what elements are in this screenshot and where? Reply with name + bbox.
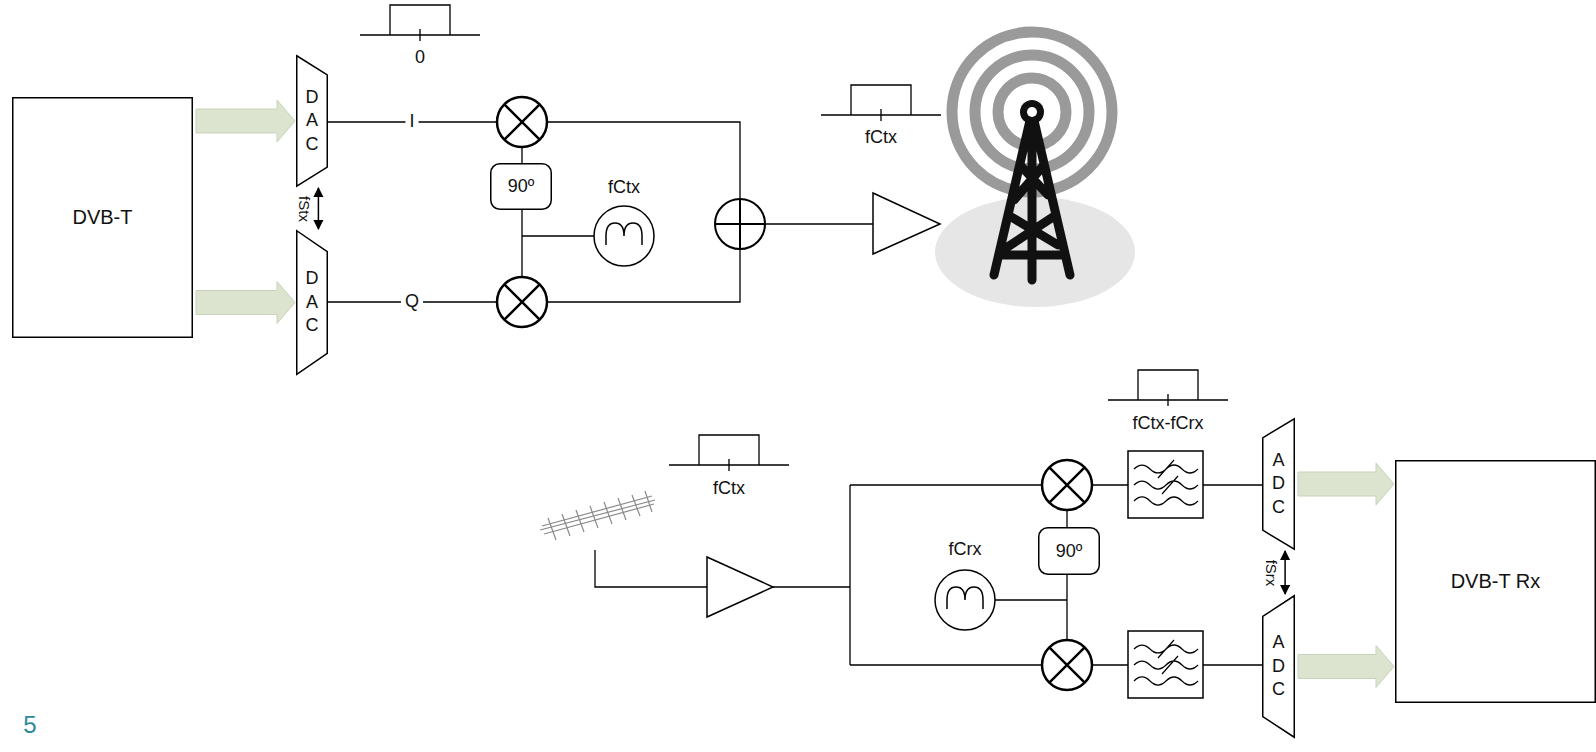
frequency-label: fCtx <box>865 128 897 148</box>
node-text: A D C <box>1270 449 1288 519</box>
lowpass-filter <box>1128 631 1203 698</box>
dac-block: D A C <box>296 230 328 375</box>
spectrum-symbol <box>669 435 789 471</box>
mixer-symbol <box>1042 460 1092 510</box>
connector <box>1298 463 1394 505</box>
clock-label: fStx <box>296 196 313 222</box>
frequency-label: fCtx-fCrx <box>1133 414 1204 434</box>
connector <box>196 100 295 142</box>
frequency-label: fCtx <box>713 479 745 499</box>
spectrum-symbol <box>821 85 941 121</box>
system-box: DVB-T <box>12 97 193 338</box>
node-text: A D C <box>1270 631 1288 701</box>
phase-shifter: 90º <box>1038 527 1100 575</box>
connector <box>318 188 319 229</box>
connector <box>1298 646 1394 688</box>
node-text: D A C <box>303 267 321 337</box>
tx-wiring <box>328 122 873 302</box>
node-text: DVB-T <box>73 205 133 230</box>
signal-name: Q <box>401 292 423 312</box>
mixer-symbol <box>1042 640 1092 690</box>
lowpass-filter <box>1128 451 1203 518</box>
signal-name: I <box>405 112 418 132</box>
node-text: 90º <box>508 175 535 198</box>
spectrum-symbol <box>1108 370 1228 406</box>
receiver-box: DVB-T Rx <box>1395 460 1596 703</box>
oscillator-symbol <box>935 570 995 630</box>
node-text: D A C <box>303 86 321 156</box>
dac-block: D A C <box>296 55 328 187</box>
connector <box>196 282 295 324</box>
amplifier-symbol <box>707 557 773 617</box>
frequency-label: fCrx <box>949 540 982 560</box>
mixer-symbol <box>497 97 547 147</box>
oscillator-symbol <box>594 206 654 266</box>
adc-block: A D C <box>1262 418 1295 550</box>
amplifier-symbol <box>873 193 940 254</box>
yagi-antenna <box>540 491 655 540</box>
adder-symbol <box>715 199 765 249</box>
clock-label: fSrx <box>1263 559 1280 586</box>
spectrum-symbol <box>360 5 480 41</box>
mixer-symbol <box>497 277 547 327</box>
spectrum-label: 0 <box>415 48 425 68</box>
phase-shifter: 90º <box>490 163 552 210</box>
connector <box>1285 551 1286 594</box>
page-number: 5 <box>23 712 36 738</box>
node-text: DVB-T Rx <box>1441 569 1551 594</box>
tower-icon <box>935 32 1135 307</box>
frequency-label: fCtx <box>608 178 640 198</box>
adc-block: A D C <box>1262 595 1295 738</box>
node-text: 90º <box>1056 540 1083 563</box>
